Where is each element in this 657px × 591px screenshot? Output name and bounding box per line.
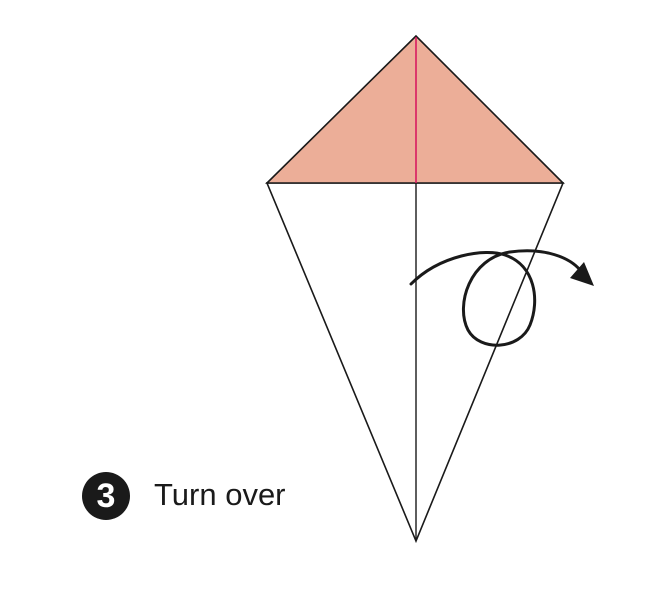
turn-over-loop-arrow-icon	[409, 249, 594, 347]
kite-lower-body	[265, 182, 565, 544]
step-number-badge: 3	[82, 472, 130, 520]
step-instruction-text: Turn over	[154, 477, 286, 512]
kite-colored-top-triangle	[265, 34, 565, 184]
